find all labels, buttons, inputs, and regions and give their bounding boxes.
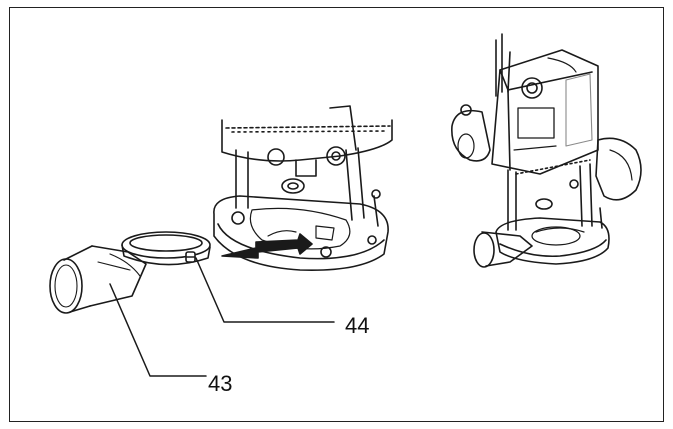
figure-frame xyxy=(9,7,664,422)
leader-lines xyxy=(109,257,335,377)
leader-43 xyxy=(109,283,207,377)
dust-nozzle xyxy=(49,231,211,314)
callout-43-dust-nozzle: 43 xyxy=(208,371,233,396)
callout-44-locking-screw: 44 xyxy=(345,313,370,338)
assembled-router xyxy=(451,33,642,268)
router-base-closeup xyxy=(213,105,393,271)
leader-44 xyxy=(195,257,335,323)
